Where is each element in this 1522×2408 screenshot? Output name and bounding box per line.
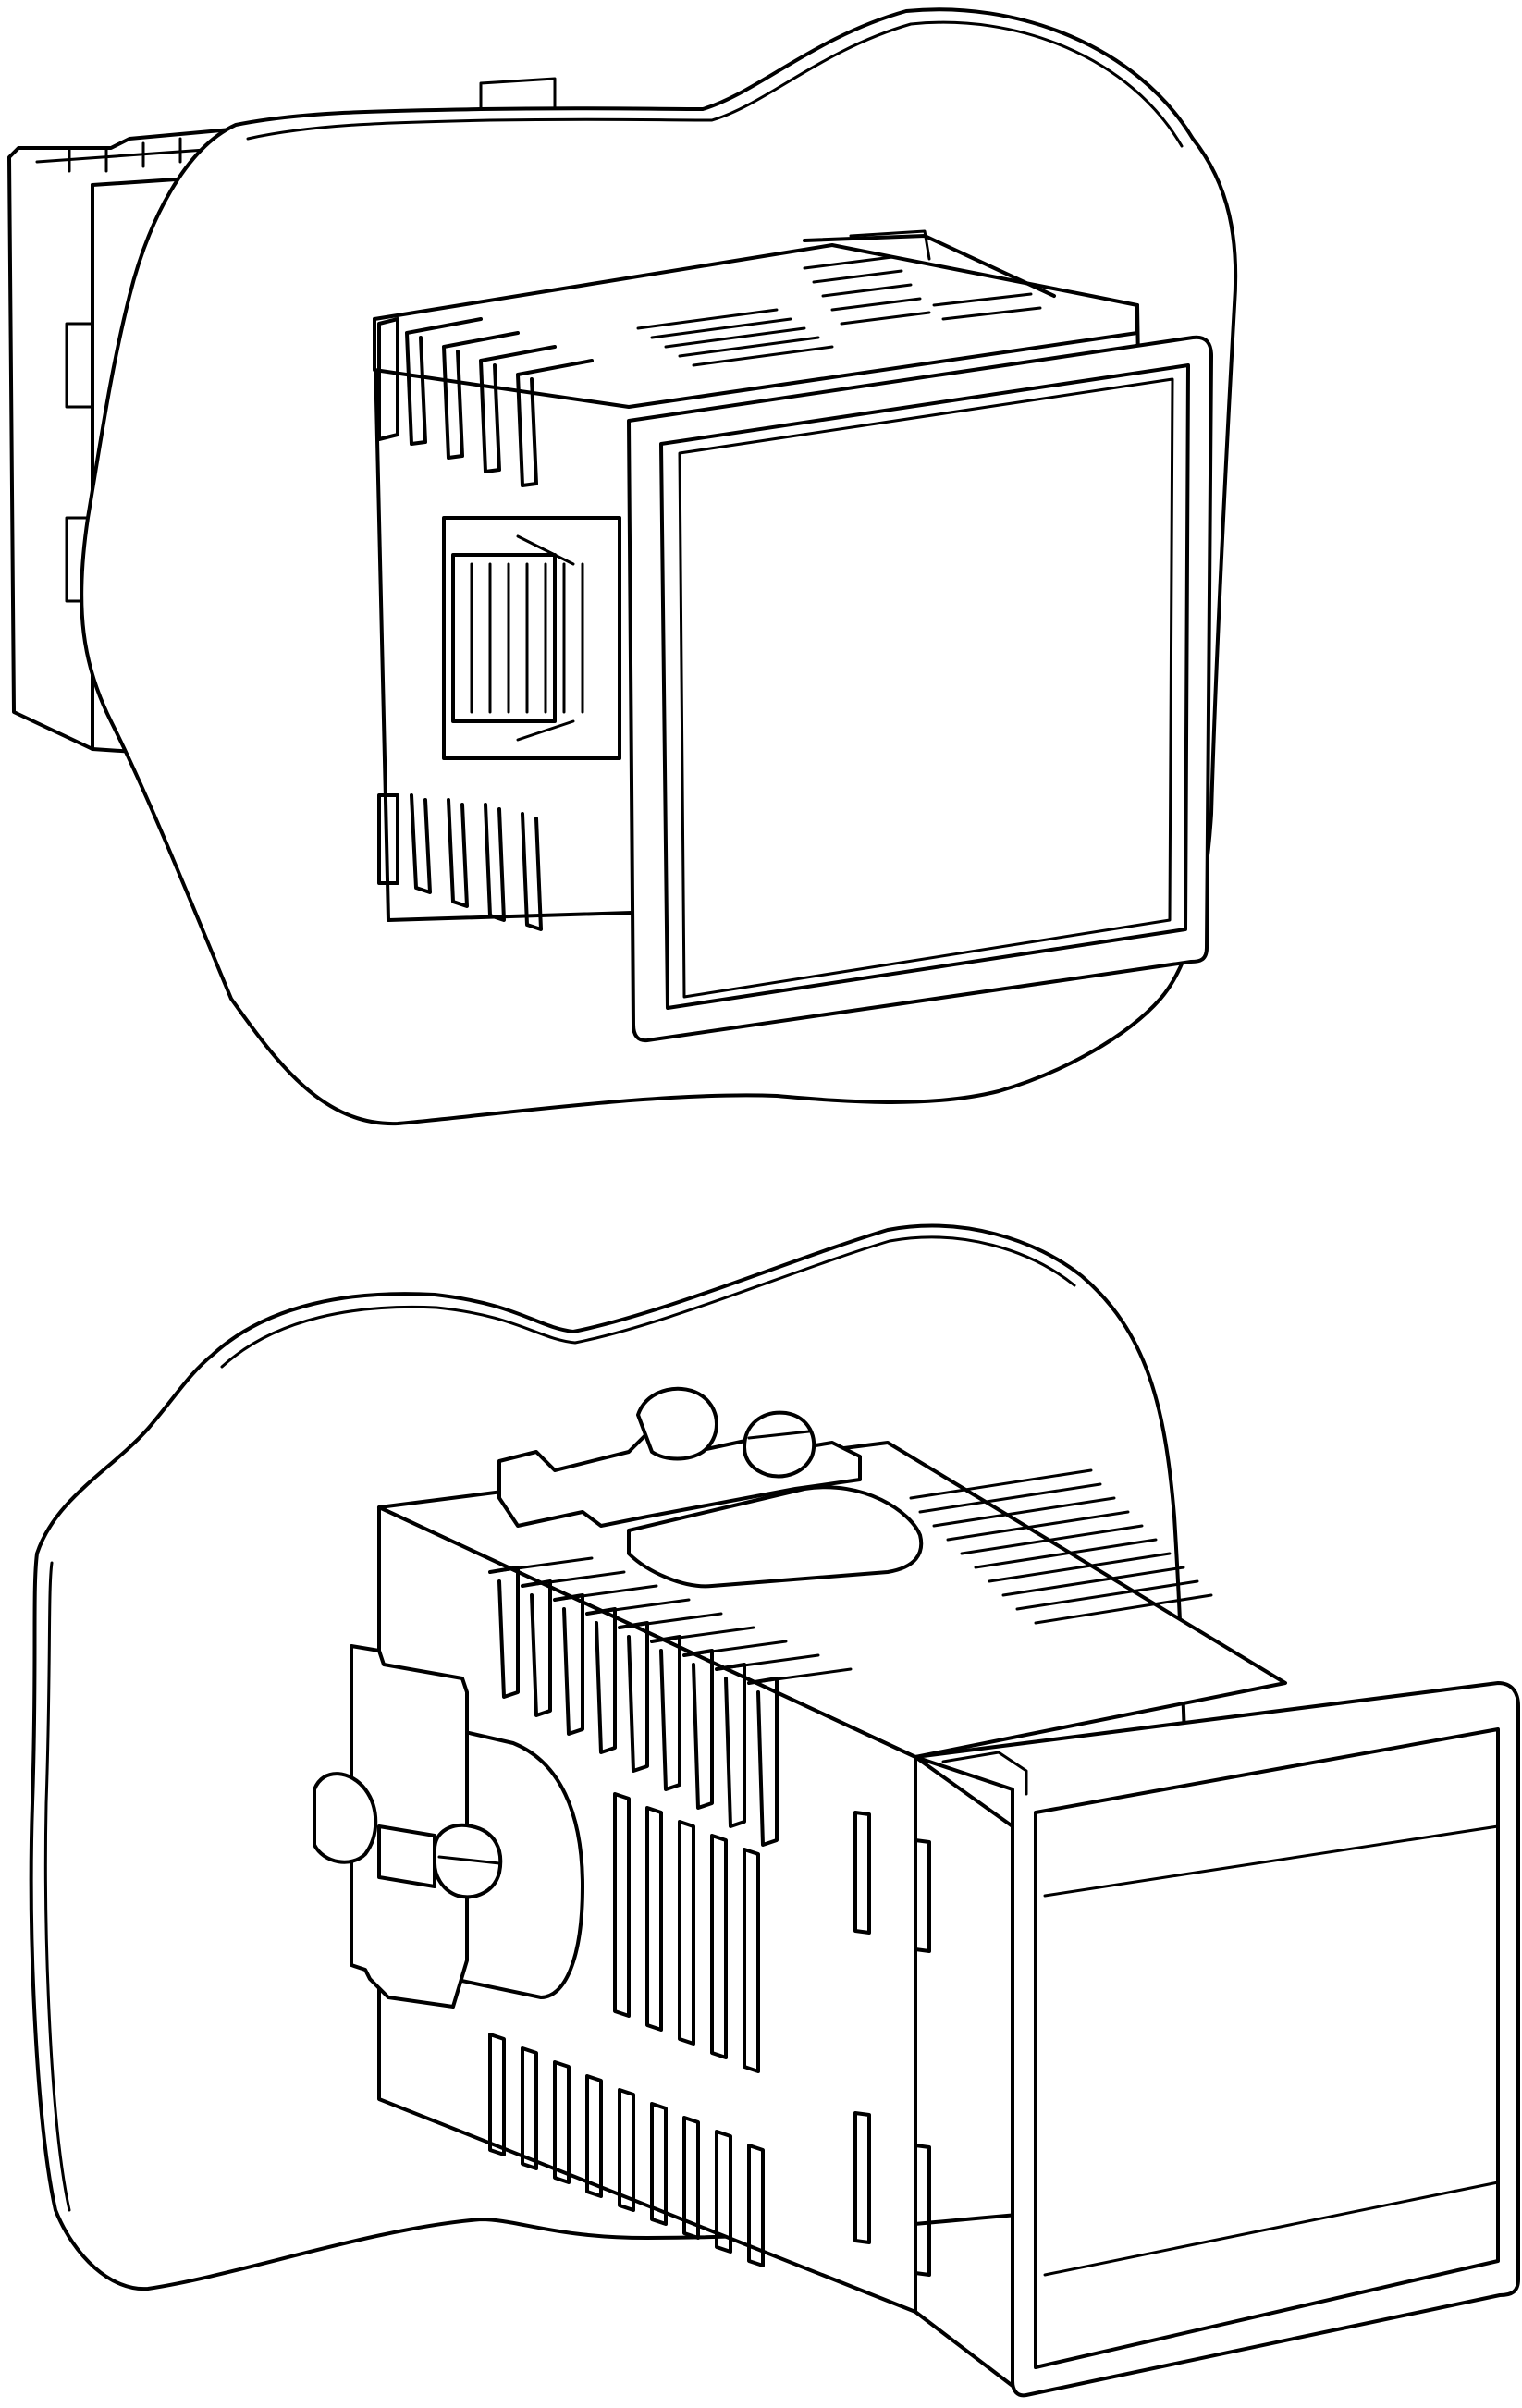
side-window bbox=[442, 516, 621, 760]
bottom-fins bbox=[377, 793, 543, 931]
front-instrument-body bbox=[373, 229, 1213, 1043]
mounting-clamp-side bbox=[313, 1644, 584, 2009]
front-view bbox=[7, 7, 1238, 1126]
mounting-clamp-top bbox=[497, 1386, 924, 1589]
rear-bottom-fins bbox=[488, 2033, 765, 2267]
rear-side-vents bbox=[613, 1792, 760, 2073]
top-fins bbox=[377, 317, 594, 487]
rear-side-slots bbox=[853, 1811, 931, 2277]
rear-top-vents bbox=[909, 1468, 1213, 1625]
front-bezel bbox=[627, 335, 1213, 1043]
top-vent-slots bbox=[636, 255, 1042, 367]
rear-view bbox=[29, 1223, 1520, 2398]
rear-instrument-body bbox=[377, 1441, 1520, 2398]
rear-top-fin-tops bbox=[488, 1556, 853, 1685]
